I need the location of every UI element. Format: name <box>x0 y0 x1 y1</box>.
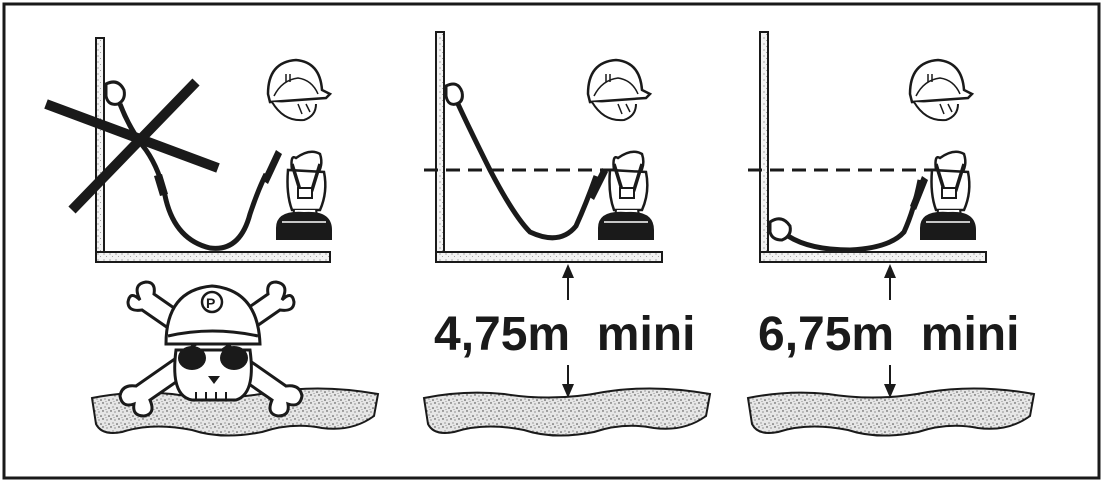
floor <box>760 252 986 262</box>
wall <box>760 32 768 260</box>
wall <box>436 32 444 260</box>
svg-text:P: P <box>206 295 215 311</box>
wall <box>96 38 104 260</box>
clearance-label-panel-2: 4,75m mini <box>434 305 695 365</box>
floor <box>436 252 662 262</box>
clearance-label-panel-3: 6,75m mini <box>758 305 1019 365</box>
floor <box>96 252 330 262</box>
